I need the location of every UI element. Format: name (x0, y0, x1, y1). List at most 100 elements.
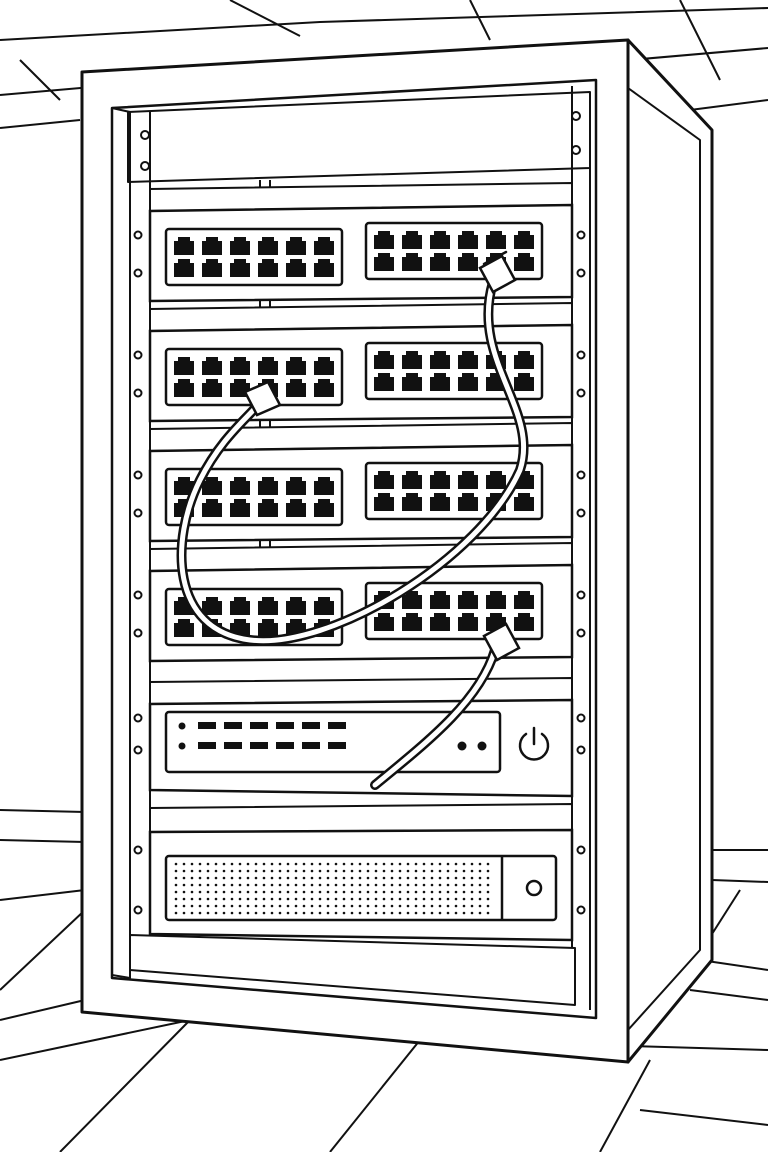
server-front-bezel (164, 854, 558, 922)
port-group-1 (164, 347, 344, 407)
power-button-icon (525, 879, 543, 897)
ethernet-port (286, 357, 306, 375)
ethernet-port (230, 237, 250, 255)
ethernet-port (458, 613, 478, 631)
ethernet-port (286, 259, 306, 277)
patch-panel-1 (133, 181, 586, 303)
ethernet-port (430, 471, 450, 489)
ethernet-port (458, 351, 478, 369)
rail-hole (133, 628, 143, 638)
front-led (457, 741, 467, 751)
ethernet-port (514, 351, 534, 369)
ethernet-port (286, 499, 306, 517)
ethernet-port (174, 477, 194, 495)
ethernet-port (514, 373, 534, 391)
ethernet-port (458, 373, 478, 391)
ethernet-port (486, 591, 506, 609)
port-group-2 (364, 221, 544, 281)
ethernet-port (202, 237, 222, 255)
ethernet-port (374, 351, 394, 369)
activity-indicator (224, 722, 242, 729)
top-plate-screws (140, 111, 581, 171)
ethernet-port (402, 493, 422, 511)
ethernet-port (374, 471, 394, 489)
rail-hole (133, 905, 143, 915)
ethernet-port (458, 591, 478, 609)
rail-hole (133, 470, 143, 480)
activity-indicator (198, 722, 216, 729)
rj45-plug-left (243, 380, 282, 417)
rail-hole (133, 268, 143, 278)
rail-hole (576, 350, 586, 360)
rail-hole (576, 845, 586, 855)
activity-indicator (302, 742, 320, 749)
ethernet-port (374, 231, 394, 249)
ethernet-port (430, 373, 450, 391)
ethernet-port (202, 597, 222, 615)
activity-indicator (276, 722, 294, 729)
port-group-1 (164, 467, 344, 527)
rail-hole (576, 905, 586, 915)
network-switch (133, 676, 586, 798)
ethernet-port (402, 591, 422, 609)
ethernet-port (314, 597, 334, 615)
rail-hole (576, 470, 586, 480)
activity-indicator (328, 742, 346, 749)
ethernet-port (402, 351, 422, 369)
ethernet-port (486, 471, 506, 489)
ethernet-port (286, 237, 306, 255)
ethernet-port (230, 477, 250, 495)
ethernet-port (174, 237, 194, 255)
ethernet-port (258, 237, 278, 255)
port-group-1 (164, 227, 344, 287)
ethernet-port (374, 253, 394, 271)
ethernet-port (514, 493, 534, 511)
ethernet-port (202, 477, 222, 495)
ethernet-port (314, 499, 334, 517)
rail-hole (133, 230, 143, 240)
ethernet-port (402, 373, 422, 391)
ethernet-port (230, 499, 250, 517)
activity-indicator (328, 722, 346, 729)
ethernet-port (458, 493, 478, 511)
ethernet-port (374, 613, 394, 631)
ethernet-port (314, 379, 334, 397)
ethernet-port (258, 477, 278, 495)
ethernet-port (230, 259, 250, 277)
rail-hole (133, 590, 143, 600)
activity-indicator (302, 722, 320, 729)
ethernet-port (486, 231, 506, 249)
rail-hole (133, 388, 143, 398)
status-led (178, 742, 186, 750)
ethernet-port (458, 231, 478, 249)
ethernet-port (314, 237, 334, 255)
ethernet-port (402, 471, 422, 489)
rj45-plug-bottom (482, 622, 521, 662)
activity-indicator (250, 722, 268, 729)
ethernet-port (174, 379, 194, 397)
ethernet-port (430, 591, 450, 609)
ethernet-port (174, 259, 194, 277)
rail-hole (133, 713, 143, 723)
ethernet-port (202, 357, 222, 375)
port-group-2 (364, 341, 544, 401)
ethernet-port (258, 357, 278, 375)
ethernet-port (430, 253, 450, 271)
rail-hole (133, 350, 143, 360)
ethernet-port (258, 597, 278, 615)
ethernet-port (458, 253, 478, 271)
ethernet-port (514, 613, 534, 631)
rail-hole (133, 508, 143, 518)
ethernet-port (402, 253, 422, 271)
ethernet-port (230, 597, 250, 615)
ethernet-port (374, 373, 394, 391)
vent-grille (174, 862, 490, 915)
rail-hole (576, 388, 586, 398)
ethernet-port (430, 231, 450, 249)
activity-indicator (250, 742, 268, 749)
ethernet-port (174, 619, 194, 637)
rail-hole (133, 845, 143, 855)
ethernet-port (286, 597, 306, 615)
